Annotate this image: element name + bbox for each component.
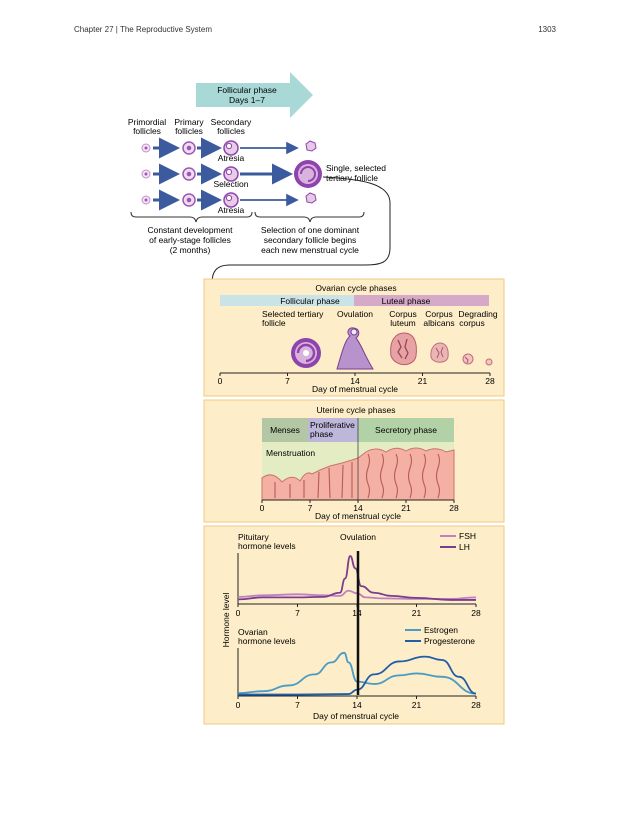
uterine-tick-label-4: 28 <box>449 503 459 513</box>
menses-bar <box>262 418 308 442</box>
ovulation-label: Ovulation <box>337 309 373 319</box>
lh-legend-label: LH <box>459 542 470 552</box>
menstruation-label: Menstruation <box>266 448 315 458</box>
hormone-xlabel: Day of menstrual cycle <box>313 711 399 721</box>
corpus-luteum-label-2: luteum <box>390 318 416 328</box>
corpus-luteum-label-1: Corpus <box>389 309 416 319</box>
arrow-label-2: Days 1–7 <box>229 95 265 105</box>
ovarian-hormone-label-2: hormone levels <box>238 636 296 646</box>
corpus-albicans-label-2: albicans <box>423 318 454 328</box>
proliferative-label-1: Proliferative <box>310 420 355 430</box>
progesterone-legend-label: Progesterone <box>424 636 475 646</box>
primary-label-2: follicles <box>175 126 203 136</box>
brace-left <box>130 211 253 223</box>
selection-label: Selection <box>214 179 249 189</box>
primary-label-1: Primary <box>174 117 204 127</box>
uterine-tick-label-1: 7 <box>308 503 313 513</box>
ovarian-hormone-tick-label-1: 7 <box>295 700 300 710</box>
uterine-tick-label-3: 21 <box>401 503 411 513</box>
proliferative-label-2: phase <box>310 429 333 439</box>
follicle-row-2 <box>141 160 322 188</box>
brace-right-text-3: each new menstrual cycle <box>261 245 359 255</box>
ovarian-xlabel: Day of menstrual cycle <box>312 384 398 394</box>
follicular-days-arrow <box>196 72 313 118</box>
arrow-label-1: Follicular phase <box>217 85 277 95</box>
ovarian-title: Ovarian cycle phases <box>315 283 396 293</box>
luteal-phase-bar <box>354 295 489 306</box>
follicular-phase-label: Follicular phase <box>280 296 340 306</box>
proliferative-bar <box>308 418 358 442</box>
single-follicle-label-1: Single, selected <box>326 163 386 173</box>
pituitary-fsh-line <box>237 589 477 600</box>
uterine-xlabel: Day of menstrual cycle <box>315 511 401 521</box>
pituitary-tick-label-1: 7 <box>295 608 300 618</box>
ovarian-axis-ticks: 0 7 14 21 28 <box>218 373 495 386</box>
hormone-ylabel: Hormone level <box>221 592 231 647</box>
follicular-phase-bar <box>220 295 354 306</box>
follicle-row-3 <box>141 189 317 211</box>
ovarian-hormone-tick-label-4: 28 <box>471 700 481 710</box>
uterine-tick-label-2: 14 <box>353 503 363 513</box>
corpus-albicans-label-1: Corpus <box>425 309 452 319</box>
brace-right-text-2: secondary follicle begins <box>264 235 357 245</box>
degrading-corpus-label-2: corpus <box>459 318 485 328</box>
luteal-phase-label: Luteal phase <box>382 296 431 306</box>
ovulation-icon <box>336 327 374 370</box>
ovarian-hormone-tick-label-0: 0 <box>236 700 241 710</box>
ovarian-tick-label-1: 7 <box>285 376 290 386</box>
chapter-header: Chapter 27 | The Reproductive System <box>74 25 212 34</box>
brace-right-text-1: Selection of one dominant <box>261 225 360 235</box>
atresia-label-2: Atresia <box>218 205 245 215</box>
pituitary-tick-label-3: 21 <box>412 608 422 618</box>
ovarian-hormone-label-1: Ovarian <box>238 627 268 637</box>
ovarian-hormone-progesterone-line <box>237 655 477 696</box>
ovulation-hormone-label: Ovulation <box>340 532 376 542</box>
degrading-corpus-label-1: Degrading <box>458 309 497 319</box>
pituitary-tick-label-0: 0 <box>236 608 241 618</box>
uterine-axis-ticks: 0 7 14 21 28 <box>260 500 459 513</box>
primordial-label-2: follicles <box>133 126 161 136</box>
corpus-luteum-icon <box>390 332 417 366</box>
degrading-corpus-icon <box>462 353 493 366</box>
ovarian-hormone-tick-label-3: 21 <box>412 700 422 710</box>
secondary-label-1: Secondary <box>211 117 252 127</box>
ovarian-tick-label-2: 14 <box>350 376 360 386</box>
corpus-albicans-icon <box>430 342 449 363</box>
uterine-tick-label-0: 0 <box>260 503 265 513</box>
endometrial-glands <box>274 453 441 499</box>
pituitary-label-2: hormone levels <box>238 541 296 551</box>
secretory-bar <box>358 418 454 442</box>
primordial-label-1: Primordial <box>128 117 166 127</box>
follicle-row-1 <box>141 137 317 159</box>
tertiary-follicle-icon <box>291 338 321 368</box>
selected-tertiary-label-1: Selected tertiary <box>262 309 324 319</box>
secondary-label-2: follicles <box>217 126 245 136</box>
fsh-legend-label: FSH <box>459 531 476 541</box>
estrogen-legend-label: Estrogen <box>424 625 458 635</box>
ovarian-tick-label-0: 0 <box>218 376 223 386</box>
single-follicle-label-2: tertiary follicle <box>326 173 378 183</box>
page-number: 1303 <box>538 25 556 34</box>
selected-tertiary-label-2: follicle <box>262 318 286 328</box>
brace-right <box>254 211 365 223</box>
brace-left-text-3: (2 months) <box>170 245 211 255</box>
ovarian-hormone-chart: 0 7 14 21 28 <box>236 648 481 710</box>
menses-label: Menses <box>270 425 300 435</box>
ovarian-tick-label-4: 28 <box>485 376 495 386</box>
pituitary-lh-line <box>237 555 476 601</box>
ovarian-tick-label-3: 21 <box>418 376 428 386</box>
atresia-label-1: Atresia <box>218 153 245 163</box>
ovarian-hormone-estrogen-line <box>237 651 477 695</box>
brace-left-text-2: of early-stage follicles <box>149 235 231 245</box>
pituitary-label-1: Pituitary <box>238 532 269 542</box>
uterine-title: Uterine cycle phases <box>317 405 396 415</box>
secretory-label: Secretory phase <box>375 425 437 435</box>
ovarian-hormone-tick-label-2: 14 <box>352 700 362 710</box>
pituitary-tick-label-4: 28 <box>471 608 481 618</box>
brace-left-text-1: Constant development <box>147 225 233 235</box>
